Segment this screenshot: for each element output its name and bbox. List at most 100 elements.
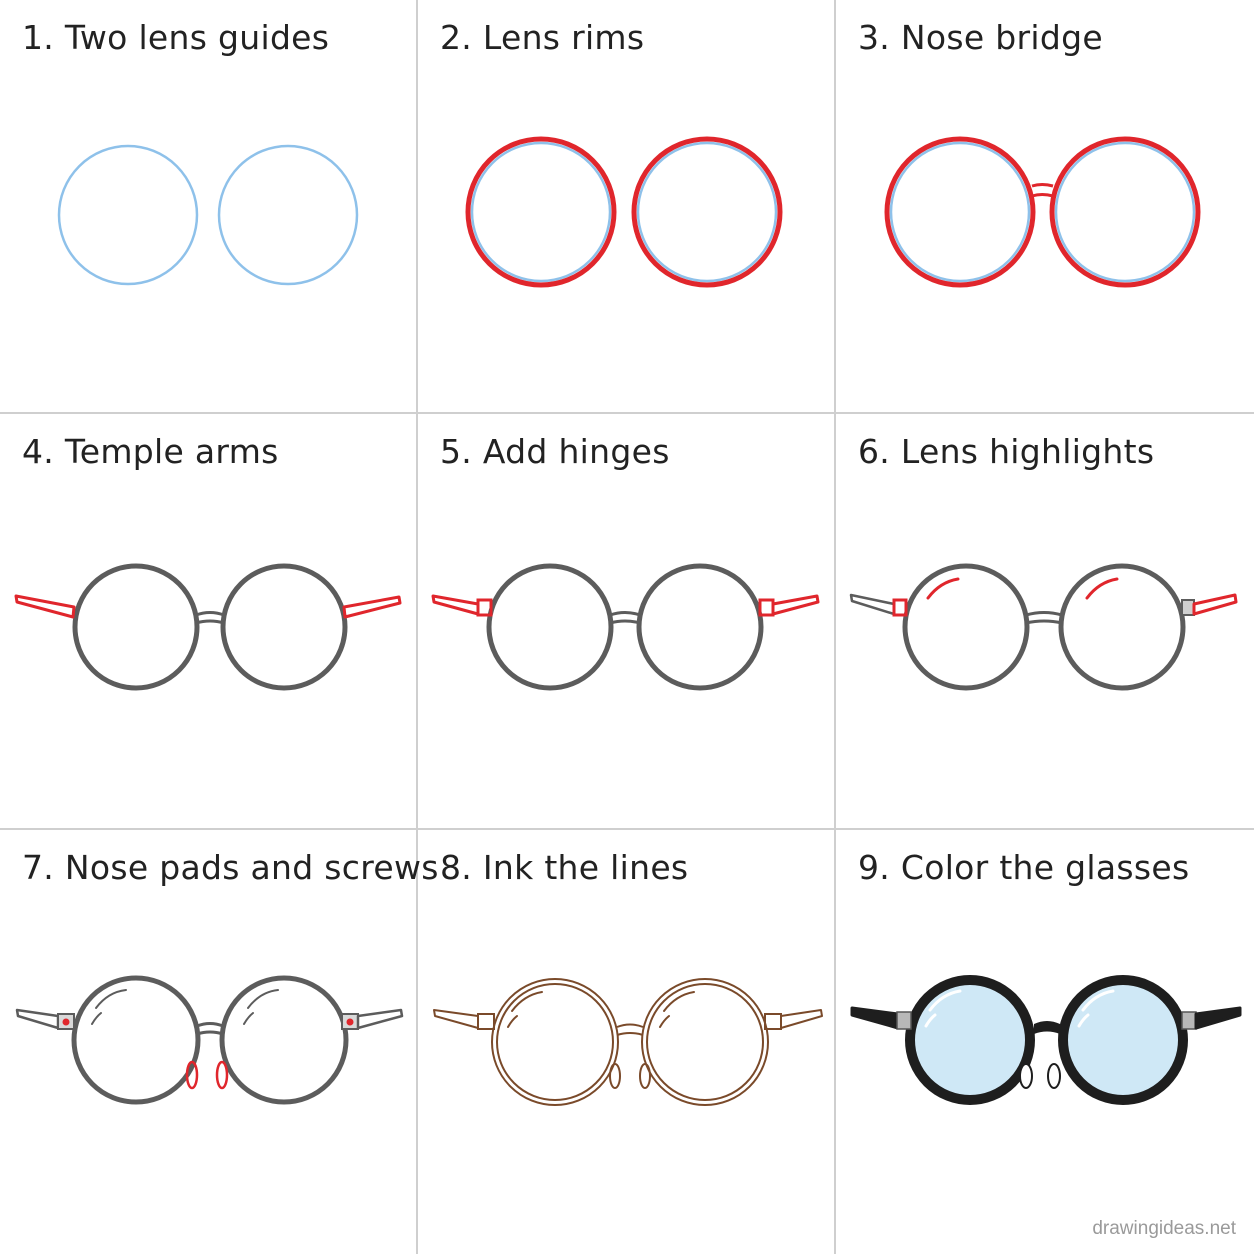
- step-panel-3: 3. Nose bridge: [836, 0, 1252, 412]
- step-title: 5. Add hinges: [440, 432, 670, 471]
- left-frame-outer: [491, 978, 619, 1106]
- left-frame: [71, 975, 201, 1105]
- left-hinge: [896, 1011, 912, 1030]
- right-nose-pad: [215, 1060, 229, 1090]
- left-screw: [62, 1018, 70, 1026]
- left-lens-guide: [57, 144, 199, 286]
- right-hinge: [1181, 1011, 1197, 1030]
- step-title: 4. Temple arms: [22, 432, 279, 471]
- right-frame-outer: [641, 978, 769, 1106]
- grid-divider: [0, 412, 1254, 414]
- step-4-drawing: [14, 563, 402, 691]
- step-panel-5: 5. Add hinges: [418, 414, 834, 826]
- step-5-drawing: [431, 563, 820, 691]
- step-title: 6. Lens highlights: [858, 432, 1155, 471]
- step-9-drawing: [850, 975, 1242, 1105]
- left-hinge: [892, 598, 908, 617]
- right-lens-highlight: [659, 1015, 670, 1028]
- right-lens-rim: [1049, 136, 1201, 288]
- left-lens-highlight: [928, 989, 962, 1012]
- right-temple-arm: [1194, 1006, 1242, 1030]
- step-1-drawing: [57, 144, 359, 286]
- step-title: 1. Two lens guides: [22, 18, 330, 57]
- right-lens-highlight: [1077, 1013, 1090, 1028]
- left-lens-highlight: [507, 1015, 518, 1028]
- left-temple-arm: [850, 1006, 900, 1030]
- nose-bridge: [1034, 1021, 1060, 1034]
- right-temple-arm: [771, 594, 820, 616]
- left-lens-rim: [884, 136, 1036, 288]
- right-lens-highlight: [243, 1012, 254, 1025]
- left-frame-inner: [496, 983, 614, 1101]
- right-frame-inner: [646, 983, 764, 1101]
- left-temple-arm: [433, 1009, 479, 1029]
- nose-bridge: [1031, 193, 1054, 198]
- left-lens-highlight: [91, 1012, 102, 1025]
- right-frame: [1058, 563, 1186, 691]
- left-temple-arm: [15, 1008, 60, 1030]
- nose-bridge: [195, 611, 225, 625]
- step-title: 3. Nose bridge: [858, 18, 1103, 57]
- right-temple-arm: [356, 1008, 404, 1030]
- left-lens: [905, 975, 1035, 1105]
- step-7-drawing: [15, 975, 404, 1105]
- right-temple-arm: [780, 1009, 823, 1029]
- left-lens-rim: [465, 136, 617, 288]
- left-hinge: [476, 598, 493, 617]
- left-frame: [72, 563, 200, 691]
- left-lens-guide: [470, 141, 612, 283]
- nose-bridge: [609, 611, 641, 625]
- nose-bridge: [196, 1022, 224, 1036]
- right-screw: [346, 1018, 354, 1026]
- step-panel-7: 7. Nose pads and screws: [0, 830, 438, 1242]
- left-nose-pad: [185, 1060, 199, 1090]
- right-lens-highlight: [663, 991, 695, 1012]
- nose-bridge: [1025, 611, 1063, 625]
- left-nose-pad: [609, 1063, 621, 1089]
- left-hinge: [477, 1013, 495, 1030]
- right-frame: [636, 563, 764, 691]
- left-frame: [902, 563, 1030, 691]
- step-title: 7. Nose pads and screws: [22, 848, 439, 887]
- right-hinge: [764, 1013, 782, 1030]
- step-6-drawing: [849, 563, 1238, 691]
- step-panel-4: 4. Temple arms: [0, 414, 416, 826]
- step-panel-2: 2. Lens rims: [418, 0, 834, 412]
- right-lens-guide: [1054, 141, 1196, 283]
- step-title: 9. Color the glasses: [858, 848, 1190, 887]
- grid-divider: [416, 0, 418, 1254]
- step-panel-6: 6. Lens highlights: [836, 414, 1252, 826]
- right-lens-highlight: [247, 989, 279, 1009]
- step-2-drawing: [465, 136, 783, 288]
- right-lens-highlight: [1081, 989, 1115, 1012]
- right-frame: [219, 975, 349, 1105]
- right-hinge: [1181, 599, 1195, 616]
- left-temple-arm: [14, 594, 76, 619]
- left-temple-arm: [849, 593, 896, 616]
- nose-bridge: [616, 1023, 644, 1036]
- left-temple-arm: [431, 594, 480, 616]
- step-3-drawing: [884, 136, 1201, 288]
- grid-divider: [834, 0, 836, 1254]
- nose-bridge: [1031, 183, 1054, 188]
- step-panel-8: 8. Ink the lines: [418, 830, 834, 1242]
- right-temple-arm: [342, 595, 402, 619]
- right-lens-highlight: [1085, 577, 1119, 600]
- right-nose-pad: [1047, 1063, 1061, 1089]
- right-hinge: [758, 598, 775, 617]
- left-lens-highlight: [95, 989, 127, 1009]
- right-lens-guide: [636, 141, 778, 283]
- step-title: 8. Ink the lines: [440, 848, 689, 887]
- left-lens-guide: [889, 141, 1031, 283]
- left-nose-pad: [1019, 1063, 1033, 1089]
- right-temple-arm: [1192, 593, 1238, 616]
- right-lens: [1058, 975, 1188, 1105]
- step-8-drawing: [433, 978, 823, 1106]
- right-lens-guide: [217, 144, 359, 286]
- left-lens-highlight: [926, 577, 960, 600]
- step-panel-9: 9. Color the glasses: [836, 830, 1252, 1242]
- right-lens-rim: [631, 136, 783, 288]
- left-lens-highlight: [511, 991, 543, 1012]
- grid-divider: [0, 828, 1254, 830]
- step-title: 2. Lens rims: [440, 18, 645, 57]
